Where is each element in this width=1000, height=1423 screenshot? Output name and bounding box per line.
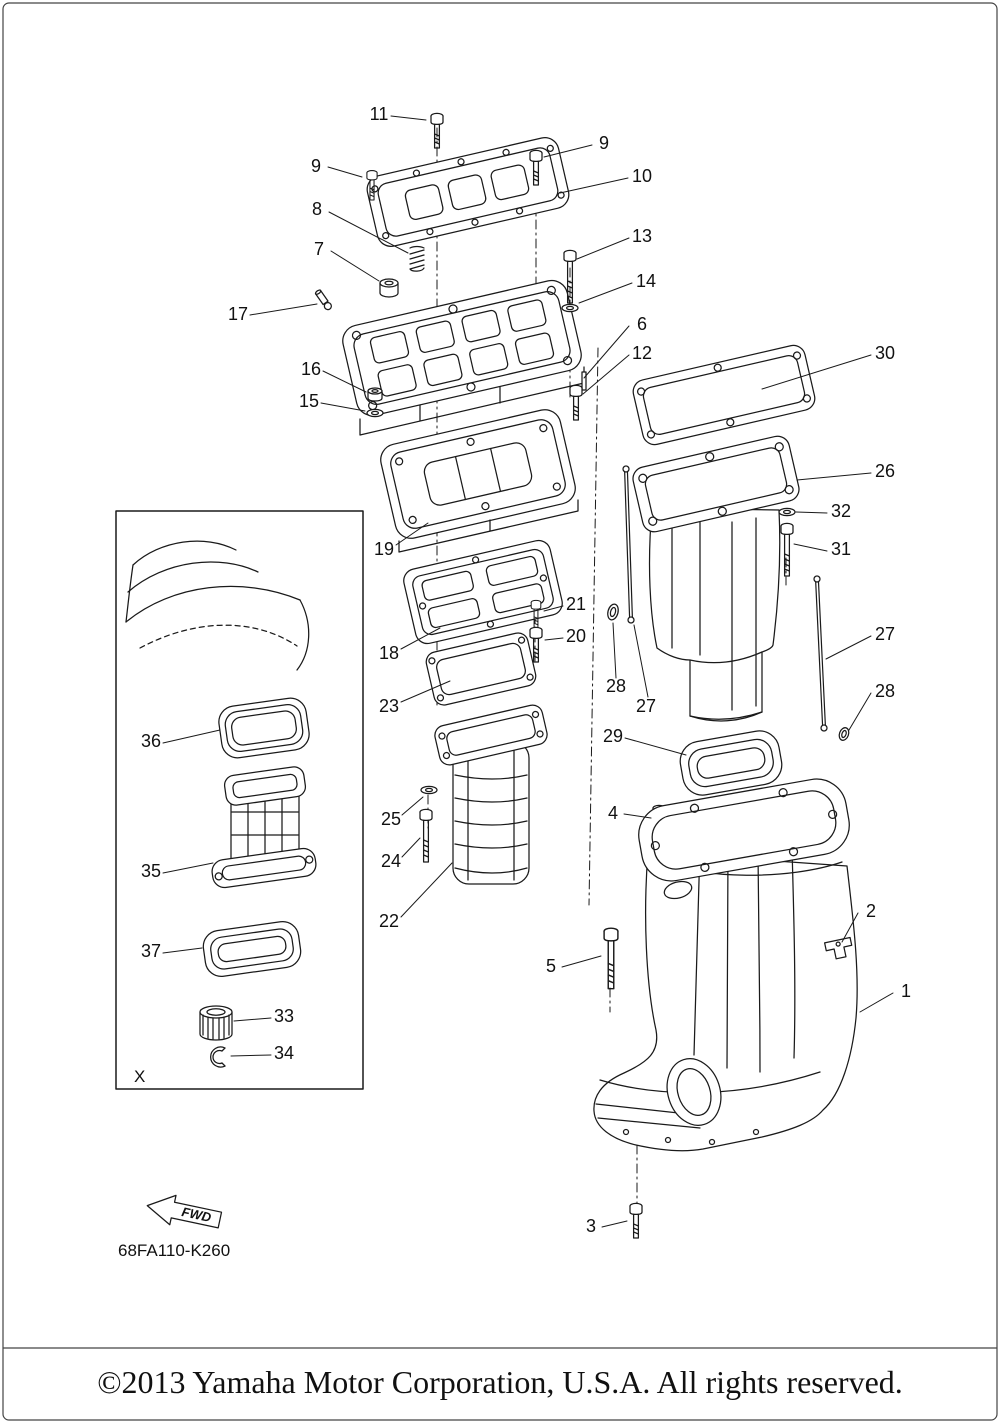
part-housing-35 bbox=[211, 766, 317, 889]
callout-2: 2 bbox=[866, 901, 876, 921]
callout-27: 27 bbox=[636, 696, 656, 716]
part-seal-7 bbox=[379, 278, 399, 298]
callout-6: 6 bbox=[637, 314, 647, 334]
part-bearing-33 bbox=[199, 1005, 233, 1041]
diagram-code: 68FA110-K260 bbox=[118, 1241, 230, 1260]
callout-36: 36 bbox=[141, 731, 161, 751]
callout-20: 20 bbox=[566, 626, 586, 646]
part-clip-34 bbox=[210, 1046, 226, 1068]
part-seal-28-left bbox=[607, 603, 619, 621]
part-plate-18 bbox=[403, 539, 563, 645]
part-gasket-29 bbox=[679, 730, 783, 796]
callout-27: 27 bbox=[875, 624, 895, 644]
part-bolt-31 bbox=[780, 522, 794, 577]
callout-9: 9 bbox=[311, 156, 321, 176]
callout-16: 16 bbox=[301, 359, 321, 379]
callout-1: 1 bbox=[901, 981, 911, 1001]
part-rod-27-right bbox=[813, 575, 828, 732]
callout-33: 33 bbox=[274, 1006, 294, 1026]
part-bolt-12 bbox=[569, 384, 583, 421]
part-gasket-36 bbox=[218, 697, 310, 759]
callout-34: 34 bbox=[274, 1043, 294, 1063]
part-gasket-10 bbox=[366, 137, 570, 247]
callout-28: 28 bbox=[875, 681, 895, 701]
callout-23: 23 bbox=[379, 696, 399, 716]
callout-5: 5 bbox=[546, 956, 556, 976]
part-spring-8 bbox=[409, 245, 425, 272]
callout-19: 19 bbox=[374, 539, 394, 559]
inset-box bbox=[115, 510, 364, 1090]
callout-37: 37 bbox=[141, 941, 161, 961]
part-washer-32 bbox=[778, 507, 796, 517]
callout-26: 26 bbox=[875, 461, 895, 481]
part-seal-28-right bbox=[838, 727, 850, 741]
callout-7: 7 bbox=[314, 239, 324, 259]
callout-15: 15 bbox=[299, 391, 319, 411]
part-gasket-30 bbox=[632, 344, 816, 446]
callout-31: 31 bbox=[831, 539, 851, 559]
part-washer-14 bbox=[561, 303, 579, 313]
part-washer-15 bbox=[366, 408, 384, 418]
inset-label: X bbox=[134, 1067, 145, 1086]
part-lower-casing-1 bbox=[593, 778, 858, 1152]
part-clamp-2 bbox=[823, 936, 853, 960]
fwd-label: FWD bbox=[180, 1204, 213, 1225]
part-gasket-37 bbox=[202, 920, 302, 978]
callout-13: 13 bbox=[632, 226, 652, 246]
callout-32: 32 bbox=[831, 501, 851, 521]
part-fitting-17 bbox=[314, 289, 332, 311]
callout-24: 24 bbox=[381, 851, 401, 871]
callout-22: 22 bbox=[379, 911, 399, 931]
plate19-depth-lines bbox=[398, 499, 579, 553]
callout-28: 28 bbox=[606, 676, 626, 696]
part-bolt-5 bbox=[603, 927, 619, 990]
leader-lines bbox=[162, 115, 894, 1228]
callout-14: 14 bbox=[636, 271, 656, 291]
part-rod-27-left bbox=[622, 465, 635, 624]
fwd-arrow: FWD bbox=[146, 1194, 223, 1229]
callout-35: 35 bbox=[141, 861, 161, 881]
callout-9: 9 bbox=[599, 133, 609, 153]
callout-8: 8 bbox=[312, 199, 322, 219]
inset-sketch bbox=[125, 540, 310, 671]
part-exhaust-manifold bbox=[342, 279, 582, 417]
callout-10: 10 bbox=[632, 166, 652, 186]
callout-4: 4 bbox=[608, 803, 618, 823]
callout-29: 29 bbox=[603, 726, 623, 746]
part-muffler-22 bbox=[434, 704, 548, 885]
part-washer-25 bbox=[420, 785, 438, 795]
part-stud-6 bbox=[581, 371, 587, 391]
callout-3: 3 bbox=[586, 1216, 596, 1236]
callout-17: 17 bbox=[228, 304, 248, 324]
copyright-text: ©2013 Yamaha Motor Corporation, U.S.A. A… bbox=[97, 1364, 903, 1400]
callout-25: 25 bbox=[381, 809, 401, 829]
part-bolt-24 bbox=[419, 808, 433, 863]
callout-11: 11 bbox=[370, 104, 389, 124]
callout-18: 18 bbox=[379, 643, 399, 663]
part-plate-19 bbox=[380, 409, 576, 539]
callout-30: 30 bbox=[875, 343, 895, 363]
part-gasket-23 bbox=[425, 632, 537, 706]
part-bolt-3 bbox=[629, 1202, 643, 1239]
callout-12: 12 bbox=[632, 343, 652, 363]
part-casing-26 bbox=[632, 435, 800, 722]
callout-21: 21 bbox=[566, 594, 586, 614]
part-nut-16 bbox=[367, 387, 383, 402]
